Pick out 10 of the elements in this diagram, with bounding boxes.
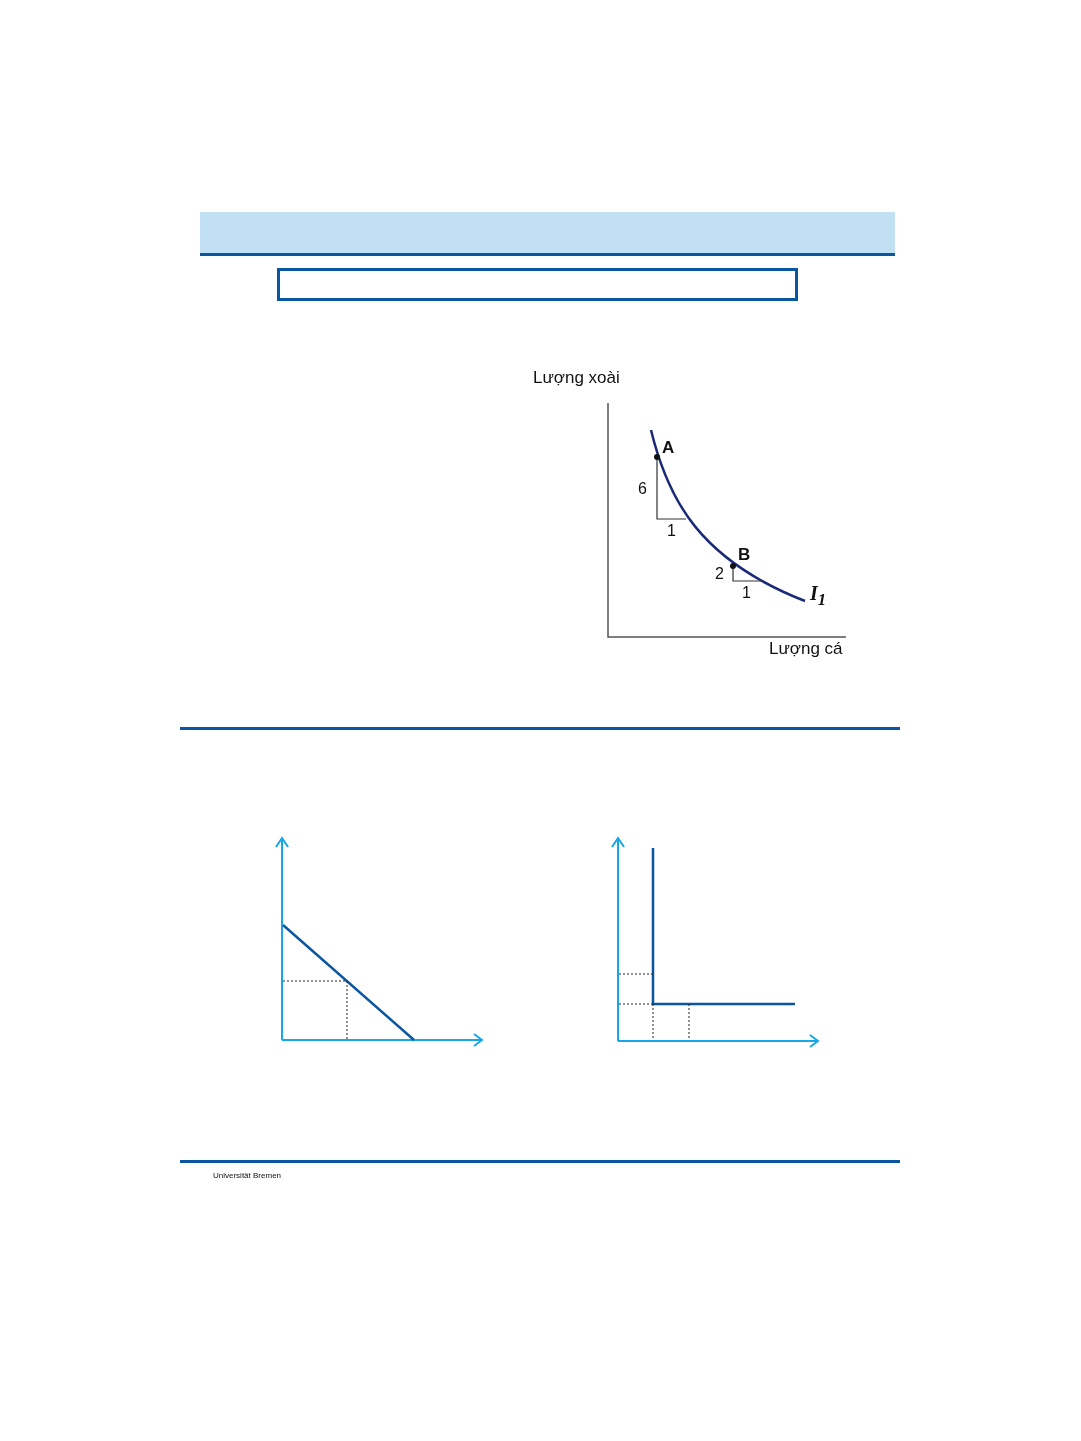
value-label: 2	[715, 565, 724, 583]
axis-label: Lượng cá	[769, 640, 843, 659]
value-label: 1	[667, 522, 676, 540]
value-label: 1	[742, 584, 751, 602]
curve-label: I$_{1}$	[810, 582, 827, 610]
axis-label: Lượng xoài	[533, 369, 620, 388]
footer-text: Universität Bremen	[213, 1172, 282, 1181]
value-label: 6	[638, 480, 647, 498]
point-label: B	[738, 546, 751, 565]
point-label: A	[662, 439, 675, 458]
